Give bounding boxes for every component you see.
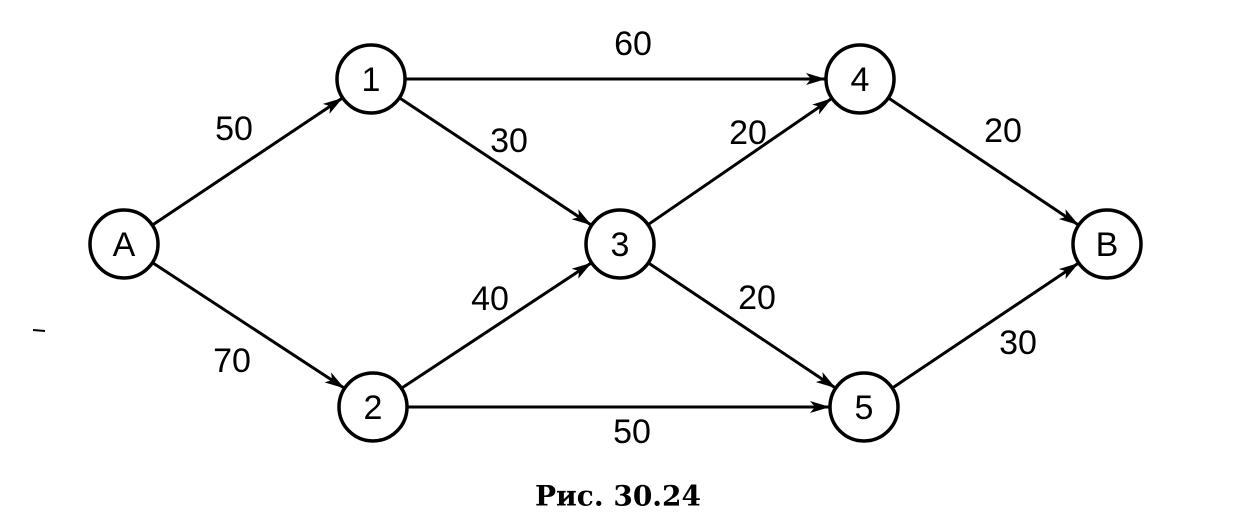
edge-5-B-arrow (891, 262, 1079, 390)
edge-A-1-arrow (151, 97, 343, 227)
edge-A-2-arrow (151, 261, 345, 390)
node-1: 1 (335, 43, 407, 115)
edge-4-B-weight: 20 (984, 112, 1022, 150)
edge-3-5-weight: 20 (738, 279, 776, 317)
edge-1-3-arrow (398, 96, 592, 226)
edge-1-3-weight: 30 (490, 122, 528, 160)
edge-4-B-arrow (887, 96, 1079, 226)
edge-3-5-arrow (647, 261, 836, 389)
node-a: A (88, 208, 160, 280)
edge-3-4-weight: 20 (729, 114, 767, 152)
edge-3-4-arrow (647, 97, 833, 226)
node-2-label: 2 (364, 389, 383, 427)
edge-2-3-weight: 40 (471, 280, 509, 318)
edge-2-5-weight: 50 (613, 413, 651, 451)
node-3-circle (584, 208, 656, 280)
figure-caption: Рис. 30.24 (535, 480, 701, 513)
node-2-circle (337, 371, 409, 443)
edge-1-4-weight: 60 (614, 25, 652, 63)
node-2: 2 (337, 371, 409, 443)
node-b: B (1071, 208, 1143, 280)
node-1-circle (335, 43, 407, 115)
edge-2-3-arrow (400, 262, 592, 390)
node-b-circle (1071, 208, 1143, 280)
node-5-circle (828, 371, 900, 443)
node-5-label: 5 (855, 389, 874, 427)
edges-layer (151, 73, 1079, 413)
node-4-circle (824, 43, 896, 115)
edge-5-B-weight: 30 (999, 324, 1037, 362)
node-b-label: B (1096, 226, 1119, 264)
node-a-circle (88, 208, 160, 280)
nodes-layer: A 1 2 3 4 5 B (88, 43, 1143, 443)
stray-scan-mark (32, 329, 46, 332)
node-3-label: 3 (611, 226, 630, 264)
node-3: 3 (584, 208, 656, 280)
edge-A-2-weight: 70 (213, 342, 251, 380)
edge-labels-layer: 50 70 60 30 40 50 20 20 20 30 (213, 25, 1037, 451)
node-4: 4 (824, 43, 896, 115)
node-4-label: 4 (851, 61, 870, 99)
node-5: 5 (828, 371, 900, 443)
node-1-label: 1 (362, 61, 381, 99)
edge-A-1-weight: 50 (215, 110, 253, 148)
node-a-label: A (113, 226, 136, 264)
